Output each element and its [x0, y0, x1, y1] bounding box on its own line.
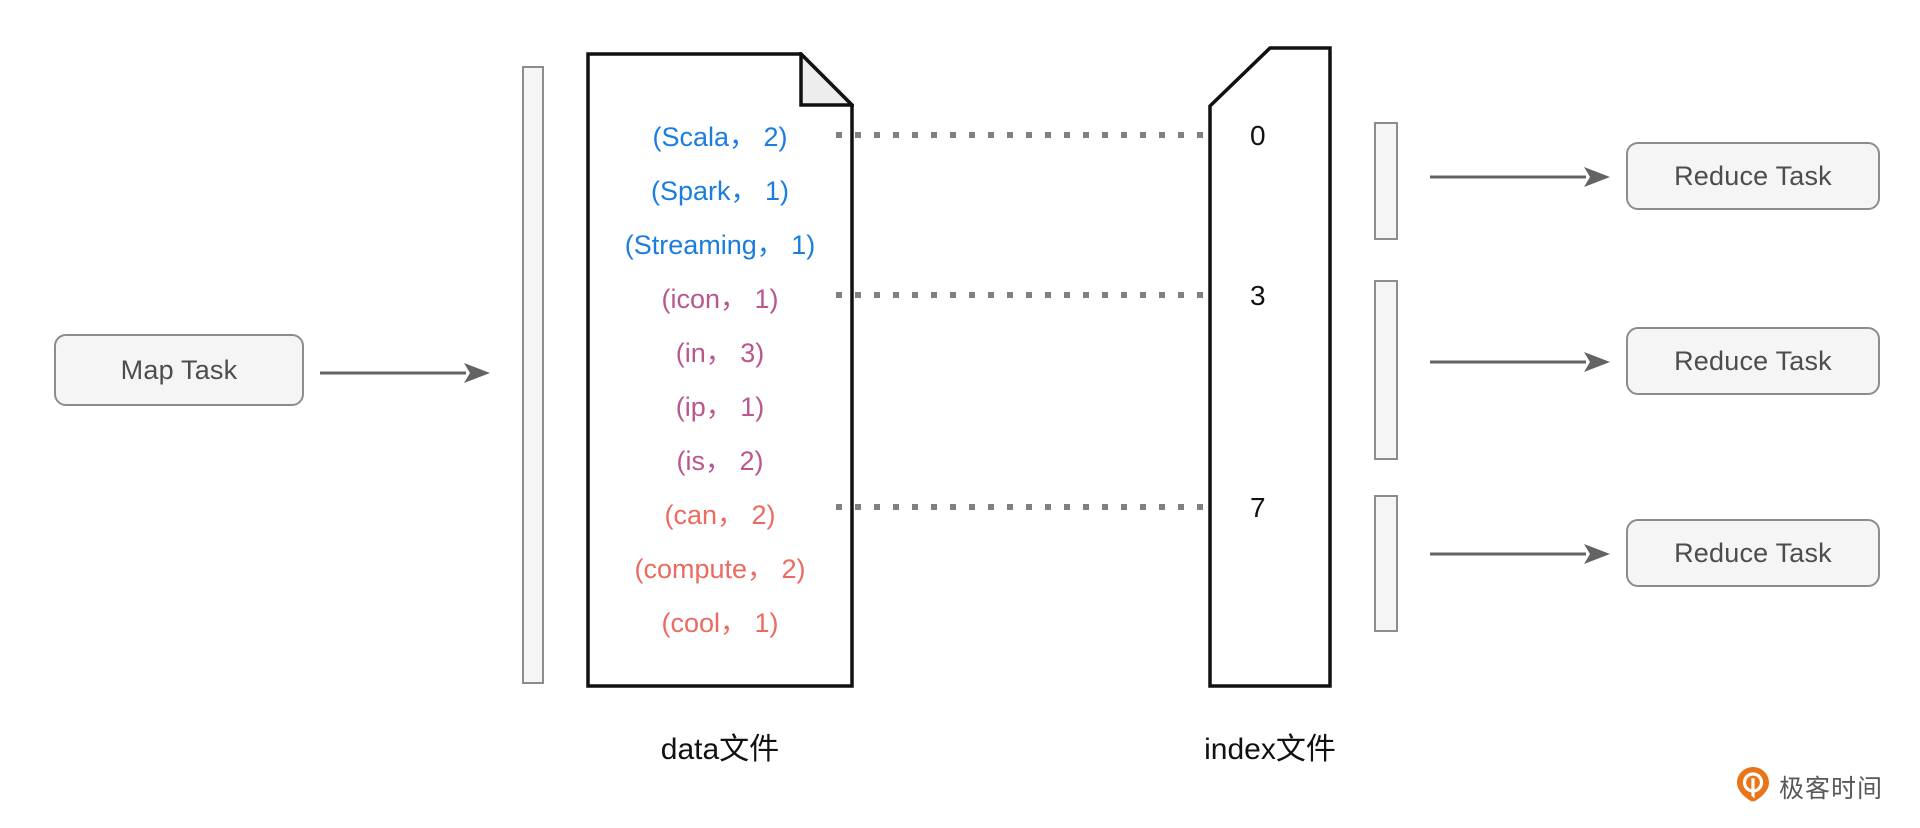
- arrow-to-reduce-task-icon: [1430, 539, 1610, 569]
- index-offset-value: 7: [1250, 492, 1266, 523]
- record-item: (in， 3): [675, 338, 765, 368]
- data-file-shape: [586, 52, 854, 688]
- record-item: (icon， 1): [661, 284, 779, 314]
- record-item: (compute， 2): [634, 554, 806, 584]
- dotted-connector-offset-0: [836, 132, 1232, 138]
- index-file-caption: index文件: [1204, 733, 1336, 766]
- reduce-task-box[interactable]: Reduce Task: [1626, 142, 1880, 210]
- index-file-shape: [1208, 46, 1332, 688]
- watermark-text: 极客时间: [1779, 774, 1884, 803]
- reduce-task-box[interactable]: Reduce Task: [1626, 519, 1880, 587]
- record-item: (cool， 1): [661, 608, 779, 638]
- map-task-label: Map Task: [120, 354, 238, 385]
- reduce-partition-bracket: [1374, 495, 1398, 632]
- reduce-task-label: Reduce Task: [1674, 345, 1832, 376]
- arrow-map-to-data-icon: [320, 358, 490, 388]
- record-item: (is， 2): [676, 446, 764, 476]
- dotted-connector-offset-3: [836, 292, 1232, 298]
- arrow-to-reduce-task-icon: [1430, 162, 1610, 192]
- map-output-bracket: [522, 66, 544, 684]
- index-offset-value: 0: [1250, 120, 1266, 151]
- watermark: 极客时间: [1736, 766, 1883, 807]
- arrow-to-reduce-task-icon: [1430, 347, 1610, 377]
- index-offset-value: 3: [1250, 280, 1266, 311]
- reduce-partition-bracket: [1374, 122, 1398, 240]
- data-file-caption: data文件: [660, 733, 780, 766]
- reduce-task-label: Reduce Task: [1674, 537, 1832, 568]
- data-file-record-list: (Scala， 2) (Spark， 1) (Streaming， 1) (ic…: [586, 52, 854, 688]
- record-item: (ip， 1): [675, 392, 765, 422]
- geektime-logo-icon: [1736, 766, 1770, 807]
- map-task-box[interactable]: Map Task: [54, 334, 304, 406]
- record-item: (can， 2): [664, 500, 776, 530]
- record-item: (Streaming， 1): [624, 230, 816, 260]
- record-item: (Scala， 2): [652, 122, 788, 152]
- record-item: (Spark， 1): [650, 176, 790, 206]
- dotted-connector-offset-7: [836, 504, 1232, 510]
- reduce-task-label: Reduce Task: [1674, 160, 1832, 191]
- reduce-partition-bracket: [1374, 280, 1398, 460]
- reduce-task-box[interactable]: Reduce Task: [1626, 327, 1880, 395]
